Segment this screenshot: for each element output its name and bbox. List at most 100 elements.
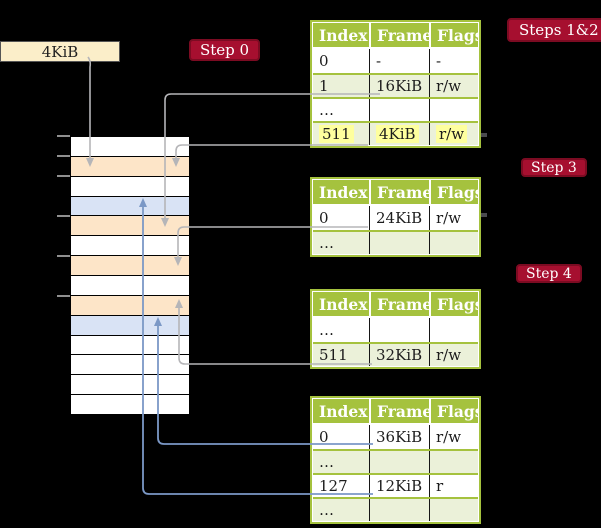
memory-row-blue xyxy=(71,196,189,217)
table-header-row: IndexFrameFlags xyxy=(313,399,478,425)
table-cell xyxy=(369,99,429,121)
memory-row-white xyxy=(71,236,189,257)
table-cell: 24KiB xyxy=(369,206,429,230)
table-row: … xyxy=(313,230,478,254)
table-cell: 0 xyxy=(319,52,329,70)
column-header: Frame xyxy=(369,23,429,47)
table-cell: … xyxy=(319,234,334,252)
column-header: Flags xyxy=(429,399,478,423)
table-cell: 127 xyxy=(319,477,348,495)
table-cell: 4KiB xyxy=(369,123,429,145)
memory-row-white xyxy=(71,335,189,356)
table-cell xyxy=(429,499,478,521)
column-header: Flags xyxy=(429,292,478,316)
table-cell: 32KiB xyxy=(369,344,429,366)
table-cell: … xyxy=(319,501,334,519)
memory-row-blue xyxy=(71,315,189,336)
table-cell xyxy=(369,451,429,473)
table-cell xyxy=(429,232,478,254)
table-cell xyxy=(429,99,478,121)
table-cell: - xyxy=(369,49,429,73)
memory-row-white xyxy=(71,137,189,157)
table-cell: r/w xyxy=(429,75,478,97)
stack-tick xyxy=(57,295,70,297)
steps-1-2-label: Steps 1&2 xyxy=(507,18,601,42)
table-cell: 1 xyxy=(319,77,329,95)
memory-row-orange xyxy=(71,295,189,316)
table-cell: 16KiB xyxy=(369,75,429,97)
table-header-row: IndexFrameFlags xyxy=(313,292,478,318)
memory-row-white xyxy=(71,355,189,376)
column-header: Index xyxy=(319,401,368,421)
table-cell: … xyxy=(319,321,334,339)
table-cell: 0 xyxy=(319,428,329,446)
memory-row-orange xyxy=(71,156,189,177)
step-3-label: Step 3 xyxy=(521,158,587,177)
highlighted-value: r/w xyxy=(436,125,468,143)
table-cell xyxy=(369,318,429,342)
table-header-row: IndexFrameFlags xyxy=(313,180,478,206)
table-cell: r/w xyxy=(429,425,478,449)
table-cell xyxy=(369,232,429,254)
column-header: Frame xyxy=(369,399,429,423)
column-header: Index xyxy=(319,25,368,45)
table-cell: 12KiB xyxy=(369,475,429,497)
step-0-label: Step 0 xyxy=(189,39,261,61)
table-cell: 36KiB xyxy=(369,425,429,449)
table-row: 511 4KiB r/w xyxy=(313,121,478,145)
table-cell: … xyxy=(319,101,334,119)
column-header: Frame xyxy=(369,180,429,204)
hidden-connector-stub xyxy=(481,133,487,137)
stack-tick xyxy=(57,155,70,157)
table-row: … xyxy=(313,449,478,473)
table-cell: - xyxy=(429,49,478,73)
table-cell: r/w xyxy=(429,123,478,145)
stack-tick xyxy=(57,255,70,257)
table-cell: r/w xyxy=(429,206,478,230)
memory-row-white xyxy=(71,276,189,296)
page-table-step-3: IndexFrameFlags 0 24KiBr/w … xyxy=(310,177,481,257)
table-cell xyxy=(429,318,478,342)
table-cell: r xyxy=(429,475,478,497)
stack-tick xyxy=(57,215,70,217)
column-header: Flags xyxy=(429,180,478,204)
column-header: Index xyxy=(319,182,368,202)
stack-tick xyxy=(57,175,70,177)
table-cell: … xyxy=(319,453,334,471)
page-size-label: 4KiB xyxy=(0,41,120,62)
memory-row-white xyxy=(71,176,189,197)
highlighted-value: 4KiB xyxy=(376,125,419,143)
memory-stack xyxy=(70,136,190,415)
table-cell: 0 xyxy=(319,209,329,227)
memory-row-orange xyxy=(71,256,189,277)
table-row: 0 -- xyxy=(313,49,478,73)
page-size-text: 4KiB xyxy=(41,42,79,61)
table-row: … xyxy=(313,497,478,521)
column-header: Index xyxy=(319,294,368,314)
table-cell: r/w xyxy=(429,344,478,366)
memory-row-orange xyxy=(71,216,189,237)
memory-row-white xyxy=(71,375,189,396)
table-cell: 511 xyxy=(319,346,348,364)
stack-tick xyxy=(57,135,70,137)
table-cell xyxy=(429,451,478,473)
table-cell xyxy=(369,499,429,521)
hidden-connector-stub xyxy=(481,213,487,217)
step-4-label: Step 4 xyxy=(516,264,582,283)
table-cell: 511 xyxy=(313,123,369,145)
table-row: … xyxy=(313,97,478,121)
highlighted-value: 511 xyxy=(319,125,354,143)
table-row: … xyxy=(313,318,478,342)
column-header: Flags xyxy=(429,23,478,47)
table-header-row: IndexFrameFlags xyxy=(313,23,478,49)
column-header: Frame xyxy=(369,292,429,316)
memory-row-white xyxy=(71,395,189,415)
